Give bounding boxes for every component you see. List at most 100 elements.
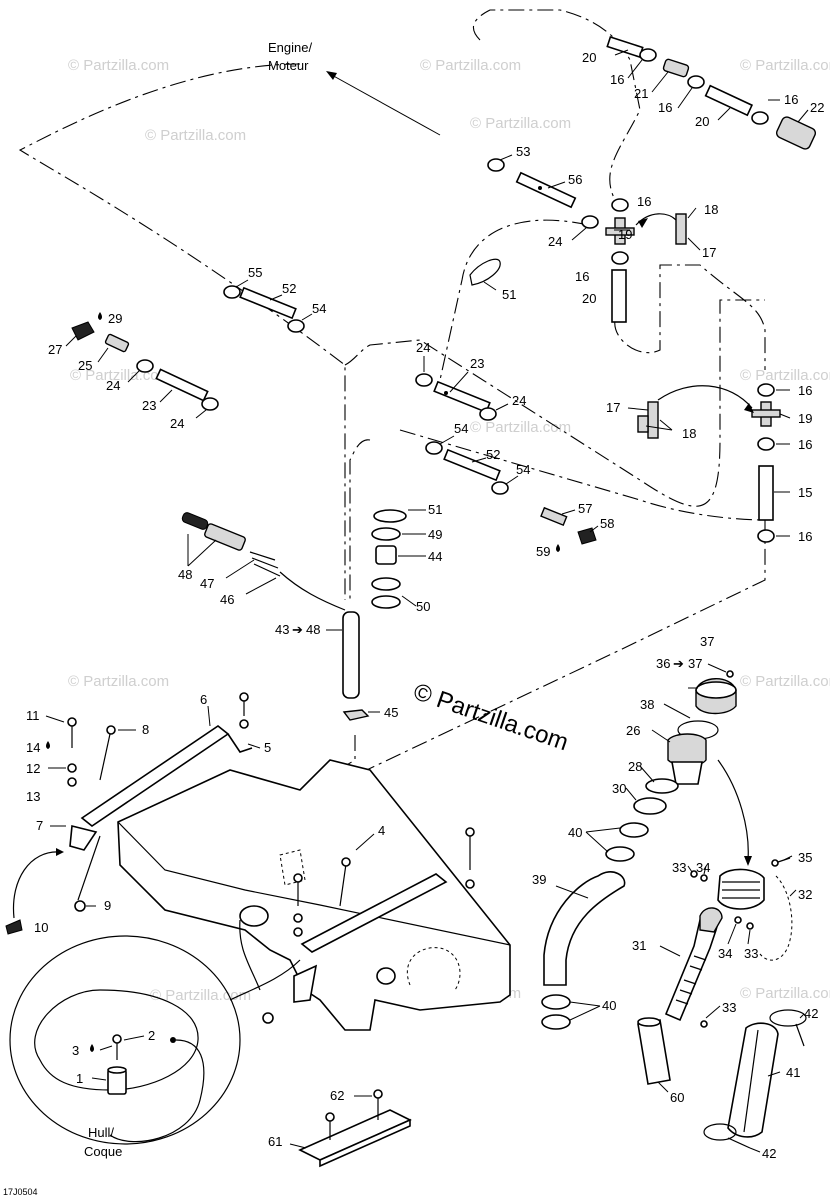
arrow-icon: ➔ bbox=[673, 656, 684, 671]
hose-56-assembly bbox=[487, 154, 599, 241]
screw-part-35 bbox=[771, 859, 779, 867]
screw-part-37 bbox=[726, 670, 734, 678]
clamp-part-40 bbox=[541, 994, 571, 1010]
screw-part-2 bbox=[112, 1034, 122, 1044]
watermark: © Partzilla.com bbox=[470, 419, 571, 436]
hose-part-52 bbox=[239, 286, 297, 320]
screw-part-62 bbox=[373, 1089, 383, 1099]
watermark: © Partzilla.com bbox=[68, 57, 169, 74]
fitting-part-25 bbox=[104, 333, 130, 353]
callout-40: 40 bbox=[568, 825, 582, 840]
fitting-57-assembly bbox=[540, 506, 599, 552]
callout-24: 24 bbox=[416, 340, 430, 355]
callout-39: 39 bbox=[532, 872, 546, 887]
bracket-part-7 bbox=[293, 964, 318, 1003]
clamp-part-16 bbox=[687, 75, 705, 89]
callout-8: 8 bbox=[142, 722, 149, 737]
hose-part-20 bbox=[611, 269, 627, 323]
callout-13: 13 bbox=[26, 789, 40, 804]
callout-24: 24 bbox=[106, 378, 120, 393]
callout-47: 47 bbox=[200, 576, 214, 591]
watermark: © Partzilla.com bbox=[150, 987, 251, 1004]
callout-59: 59 bbox=[536, 544, 550, 559]
hose-part-23 bbox=[433, 380, 491, 414]
restrictor-part-17 bbox=[647, 401, 659, 439]
strap-bracket bbox=[227, 733, 253, 753]
callout-24: 24 bbox=[512, 393, 526, 408]
callout-2: 2 bbox=[148, 1028, 155, 1043]
hull-inset bbox=[9, 935, 301, 1145]
callout-28: 28 bbox=[628, 759, 642, 774]
tank-port bbox=[376, 967, 396, 985]
tee-part-19 bbox=[605, 227, 635, 236]
watermark: © Partzilla.com bbox=[145, 127, 246, 144]
clamp-part-54 bbox=[425, 441, 443, 455]
tee-fitting-right bbox=[627, 383, 791, 543]
screw bbox=[341, 857, 351, 867]
hose-part-23 bbox=[155, 368, 209, 402]
washer-part-13 bbox=[67, 777, 77, 787]
hose-23-middle bbox=[415, 356, 509, 421]
bolt-part-5 bbox=[239, 692, 249, 702]
callout-1: 1 bbox=[76, 1071, 83, 1086]
vent-assembly bbox=[659, 855, 797, 1028]
wiring-connector bbox=[181, 512, 346, 611]
callout-62: 62 bbox=[330, 1088, 344, 1103]
callout-51: 51 bbox=[502, 287, 516, 302]
filler-hose bbox=[541, 871, 626, 1030]
callout-18: 18 bbox=[704, 202, 718, 217]
strap-part-6 bbox=[300, 873, 448, 953]
callout-36: 36 bbox=[656, 656, 670, 671]
clamp-part-16 bbox=[751, 111, 769, 125]
clamp-part-24 bbox=[136, 359, 154, 373]
callout-20: 20 bbox=[695, 114, 709, 129]
tank-strap-upper bbox=[5, 692, 261, 935]
washer bbox=[293, 927, 303, 937]
fuel-sender-part-43 bbox=[342, 611, 360, 699]
oil-drop-icon bbox=[90, 1044, 94, 1052]
tie-wrap-part-42 bbox=[703, 1123, 737, 1141]
hose-52-lower bbox=[425, 435, 519, 495]
washer bbox=[465, 879, 475, 889]
callout-41: 41 bbox=[786, 1065, 800, 1080]
clamp-part-40 bbox=[605, 846, 635, 862]
callout-23: 23 bbox=[470, 356, 484, 371]
restrictor-part-18 bbox=[637, 415, 649, 433]
hose-part-60 bbox=[637, 1019, 671, 1085]
callout-33: 33 bbox=[722, 1000, 736, 1015]
callout-24: 24 bbox=[548, 234, 562, 249]
engine-label-line1: Engine/ bbox=[268, 40, 312, 55]
callout-27: 27 bbox=[48, 342, 62, 357]
clamp-part-16 bbox=[757, 437, 775, 451]
callout-25: 25 bbox=[78, 358, 92, 373]
callout-31: 31 bbox=[632, 938, 646, 953]
washer bbox=[239, 719, 249, 729]
callout-16: 16 bbox=[658, 100, 672, 115]
check-valve-part-22 bbox=[775, 116, 817, 150]
fuel-sender-assembly bbox=[326, 509, 426, 721]
nut-part-30 bbox=[633, 797, 667, 815]
clamp-part-40 bbox=[541, 1014, 571, 1030]
washer-part-28 bbox=[645, 778, 679, 794]
watermark: © Partzilla.com bbox=[740, 985, 830, 1002]
callout-17: 17 bbox=[606, 400, 620, 415]
bolt-part-11 bbox=[67, 717, 77, 727]
callout-14: 14 bbox=[26, 740, 40, 755]
callout-16: 16 bbox=[798, 437, 812, 452]
washer-part-34 bbox=[734, 916, 742, 924]
clamp-part-24 bbox=[415, 373, 433, 387]
tank-neck bbox=[239, 905, 269, 927]
fitting-part-57 bbox=[540, 506, 568, 527]
clamp-part-16 bbox=[639, 48, 657, 62]
callout-3: 3 bbox=[72, 1043, 79, 1058]
chain-part-32 bbox=[759, 875, 793, 961]
watermark: © Partzilla.com bbox=[470, 115, 571, 132]
callout-11: 11 bbox=[26, 708, 40, 723]
watermark: © Partzilla.com bbox=[740, 57, 830, 74]
clamp-part-16 bbox=[757, 529, 775, 543]
callout-29: 29 bbox=[108, 311, 122, 326]
callout-37: 37 bbox=[688, 656, 702, 671]
clamp-part-24 bbox=[581, 215, 599, 229]
tie-wrap-part-42 bbox=[769, 1009, 807, 1027]
hose-52-upper bbox=[223, 279, 313, 333]
